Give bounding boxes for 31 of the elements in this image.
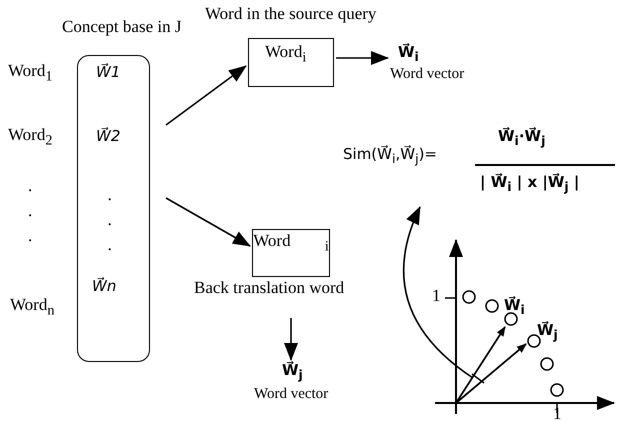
arrow: [402, 206, 474, 379]
caption-text: Back translation word: [194, 279, 344, 298]
word-label: Word$_{n}$: [10, 296, 54, 319]
vector-label: W⃗$_{i}$: [398, 44, 419, 64]
vector-label: W⃗n: [92, 278, 116, 294]
word-label: Word$_{2}$: [8, 126, 52, 149]
word-label: Word$_{i}$: [265, 43, 306, 66]
ellipsis-dot: .: [108, 236, 112, 255]
formula-text: Sim(W⃗$_{i}$,W⃗$_{j}$)=: [343, 146, 437, 166]
ellipsis-dot: .: [28, 177, 32, 196]
arrow: [284, 318, 298, 361]
caption-text: Word vector: [390, 66, 464, 82]
arrow: [166, 65, 247, 126]
word-label: Word$_{1}$: [8, 62, 52, 85]
ellipsis-dot: .: [108, 211, 112, 230]
vector-label: W⃗$_{j}$: [282, 362, 303, 382]
ellipsis-dot: .: [28, 227, 32, 246]
arrow: [166, 197, 251, 247]
arrow: [336, 51, 389, 65]
formula-text: | W⃗$_{i}$ | x |W⃗$_{j}$ |: [480, 174, 580, 194]
vector-label: W⃗$_{i}$: [504, 297, 525, 317]
heading-text: Concept base in J: [62, 18, 182, 37]
ellipsis-dot: .: [28, 202, 32, 221]
vector-label: W⃗1: [96, 64, 120, 80]
tick-label: 1: [432, 287, 440, 306]
heading-text: Word in the source query: [205, 5, 376, 24]
vector-label: W⃗2: [96, 128, 120, 144]
vector-label: W⃗$_{j}$: [537, 322, 558, 342]
ellipsis-dot: .: [108, 186, 112, 205]
caption-text: Word vector: [254, 386, 328, 402]
formula-text: W⃗$_{i}$·W⃗$_{j}$: [498, 128, 546, 148]
